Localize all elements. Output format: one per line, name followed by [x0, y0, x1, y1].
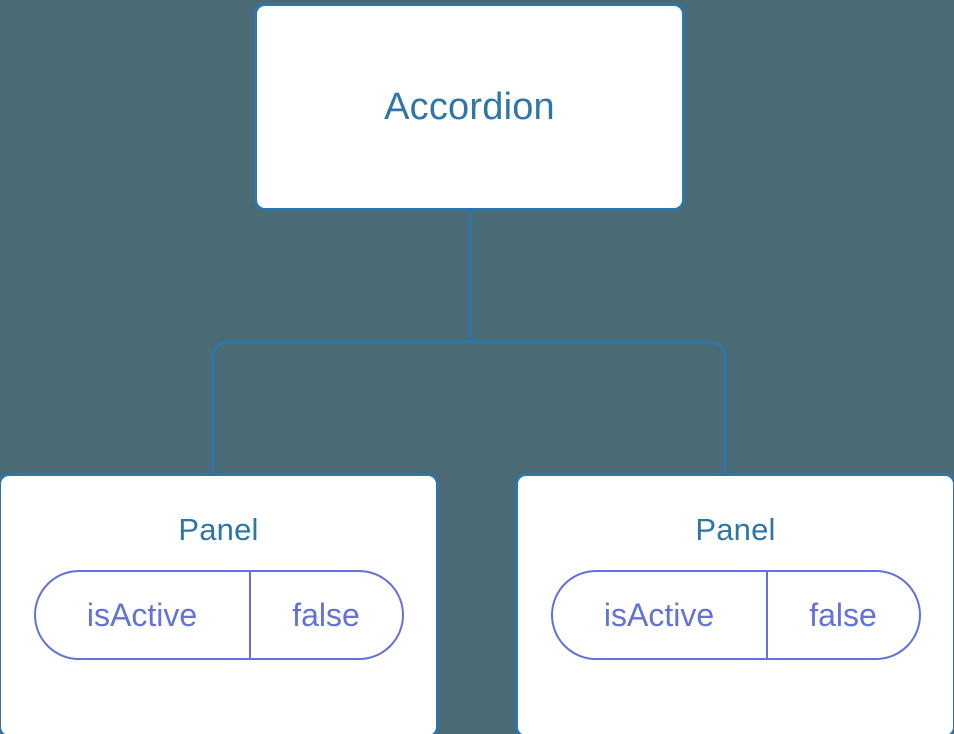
connector-branch-right [470, 340, 727, 480]
node-title: Panel [178, 512, 259, 547]
node-panel-left[interactable]: Panel isActive false [0, 473, 439, 734]
node-title: Accordion [384, 86, 555, 128]
prop-pill[interactable]: isActive false [550, 570, 921, 660]
prop-pill[interactable]: isActive false [33, 570, 404, 660]
prop-value: false [292, 597, 360, 633]
node-accordion[interactable]: Accordion [254, 3, 685, 211]
prop-key: isActive [553, 572, 768, 658]
prop-key: isActive [36, 572, 251, 658]
node-title: Panel [695, 512, 776, 547]
connector-branch-left [211, 340, 470, 480]
node-panel-right[interactable]: Panel isActive false [515, 473, 954, 734]
prop-value: false [809, 597, 877, 633]
